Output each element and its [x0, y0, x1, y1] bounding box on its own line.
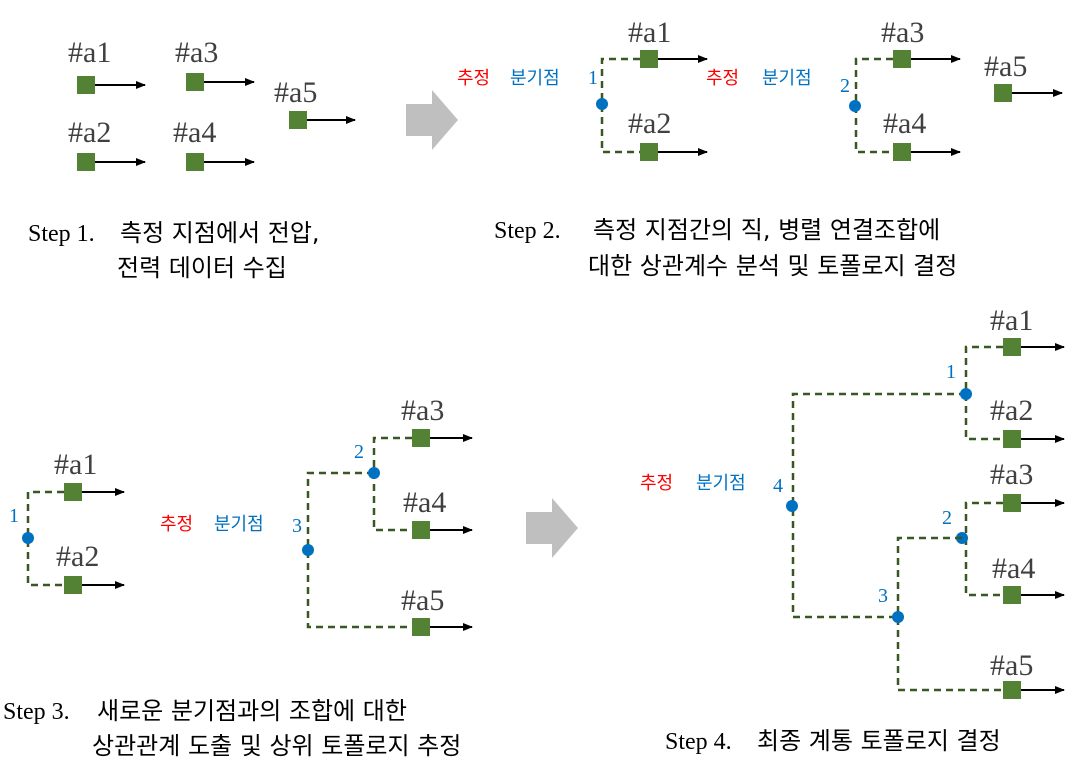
node-label-a2: #a2: [68, 116, 111, 149]
step-flow-arrow-2: [526, 498, 578, 558]
node-a5-icon: [412, 618, 430, 636]
node-label-a3: #a3: [401, 394, 444, 427]
branch-line-1: [964, 345, 1003, 441]
branch-number-1: 1: [588, 67, 598, 89]
branch-point-4-icon: [786, 500, 798, 512]
branch-number-3: 3: [292, 515, 302, 537]
branch-number-1: 1: [9, 505, 19, 527]
node-label-a3: #a3: [175, 36, 218, 69]
branch-number-4: 4: [773, 475, 783, 497]
step-flow-arrow-1: [406, 90, 458, 150]
branch-number-1: 1: [946, 361, 956, 383]
node-a2-icon: [1003, 430, 1021, 448]
step3-prefix: Step 3.: [3, 699, 70, 725]
branch-line-4: [791, 392, 966, 619]
node-label-a3: #a3: [990, 458, 1033, 491]
node-a3-icon: [412, 429, 430, 447]
branch-number-2: 2: [942, 507, 952, 529]
node-label-a1: #a1: [54, 448, 97, 481]
node-label-a4: #a4: [883, 107, 926, 140]
step4-panel: 추정 분기점 4 1 #a1 #a2 2 #a3 #a4 3 #a5 Step …: [640, 304, 1065, 755]
node-a4-icon: [1003, 586, 1021, 604]
branch-line-3: [306, 471, 412, 629]
node-label-a5: #a5: [274, 76, 317, 109]
branch-line-1: [26, 490, 64, 587]
step2-line2: 대한 상관계수 분석 및 토폴로지 결정: [588, 252, 957, 280]
node-label-a3: #a3: [881, 16, 924, 49]
node-a4-icon: [893, 143, 911, 161]
node-label-a1: #a1: [68, 36, 111, 69]
node-label-a5: #a5: [984, 50, 1027, 83]
node-a3-icon: [186, 73, 204, 91]
branch-line-2: [372, 436, 412, 532]
node-a1-icon: [64, 483, 82, 501]
step1-panel: #a1 #a2 #a3 #a4 #a5 Step 1. 측정 지점에서 전압, …: [28, 36, 356, 282]
node-a1-icon: [640, 50, 658, 68]
branch-number-3: 3: [878, 585, 888, 607]
node-a4-icon: [186, 153, 204, 171]
step1-line1: 측정 지점에서 전압,: [120, 219, 320, 247]
branch-point-text: 분기점: [762, 68, 812, 89]
node-a1-icon: [77, 76, 95, 94]
node-a2-icon: [77, 153, 95, 171]
node-label-a2: #a2: [56, 540, 99, 573]
branch-point-3-icon: [892, 611, 904, 623]
estimate-text: 추정: [457, 68, 490, 89]
branch-line-3: [896, 536, 1003, 692]
estimate-text: 추정: [706, 68, 739, 89]
node-a3-icon: [1003, 494, 1021, 512]
node-label-a1: #a1: [990, 304, 1033, 337]
step3-panel: 1 #a1 #a2 추정 분기점 3 2 #a3 #a4 #a5 Step 3.…: [3, 394, 473, 760]
branch-number-2: 2: [354, 441, 364, 463]
node-label-a1: #a1: [628, 16, 671, 49]
branch-point-1-icon: [596, 98, 608, 110]
node-label-a4: #a4: [173, 116, 216, 149]
branch-point-text: 분기점: [214, 514, 264, 535]
step2-line1: 측정 지점간의 직, 병렬 연결조합에: [593, 216, 940, 244]
step2-panel: 추정 분기점 1 #a1 #a2 추정 분기점 2 #a3 #a4 #a5 St…: [457, 16, 1063, 280]
branch-point-1-icon: [960, 388, 972, 400]
node-label-a2: #a2: [628, 107, 671, 140]
branch-line-2: [964, 501, 1003, 597]
branch-line-2: [854, 57, 893, 154]
branch-point-2-icon: [368, 467, 380, 479]
step3-line1: 새로운 분기점과의 조합에 대한: [97, 697, 407, 725]
estimate-text: 추정: [160, 514, 193, 535]
node-a5-icon: [289, 111, 307, 129]
node-a5-icon: [994, 84, 1012, 102]
node-a2-icon: [64, 576, 82, 594]
branch-point-3-icon: [302, 544, 314, 556]
step1-prefix: Step 1.: [28, 221, 95, 247]
node-a2-icon: [640, 143, 658, 161]
branch-point-2-icon: [849, 100, 861, 112]
node-label-a4: #a4: [403, 486, 446, 519]
node-label-a4: #a4: [992, 552, 1035, 585]
step4-prefix: Step 4.: [665, 729, 732, 755]
branch-point-text: 분기점: [510, 68, 560, 89]
branch-number-2: 2: [840, 75, 850, 97]
step4-line1: 최종 계통 토폴로지 결정: [757, 727, 1001, 755]
node-a4-icon: [412, 521, 430, 539]
step1-line2: 전력 데이터 수집: [117, 254, 287, 282]
node-a5-icon: [1003, 681, 1021, 699]
step3-line2: 상관관계 도출 및 상위 토폴로지 추정: [92, 732, 461, 760]
branch-point-1-icon: [22, 532, 34, 544]
step2-prefix: Step 2.: [494, 218, 561, 244]
node-a3-icon: [893, 50, 911, 68]
node-label-a5: #a5: [401, 584, 444, 617]
node-label-a5: #a5: [990, 649, 1033, 682]
node-label-a2: #a2: [990, 394, 1033, 427]
node-a1-icon: [1003, 338, 1021, 356]
estimate-text: 추정: [640, 473, 673, 494]
branch-point-text: 분기점: [696, 473, 746, 494]
